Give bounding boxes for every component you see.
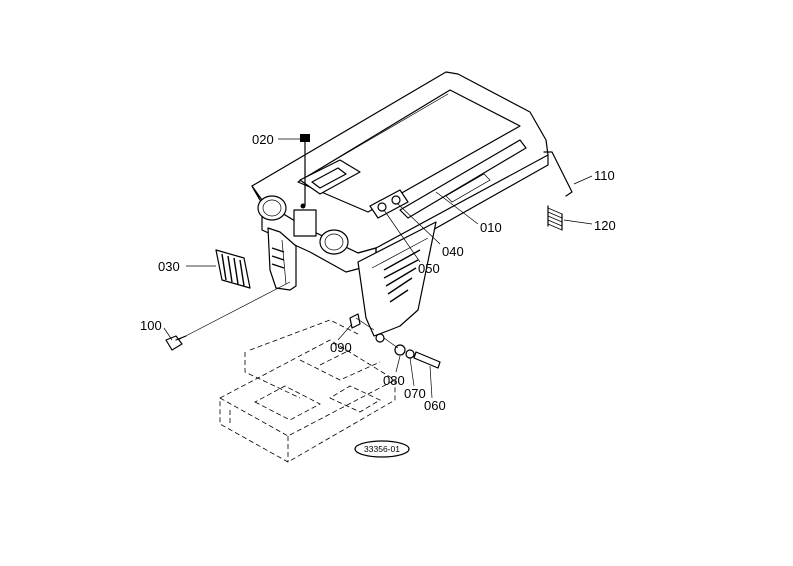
figure-code: 33356-01 (364, 444, 400, 454)
frame-base (219, 319, 396, 463)
label-010: 010 (480, 220, 502, 235)
part-030-panel (215, 249, 251, 289)
label-070: 070 (404, 386, 426, 401)
part-100-bolt (165, 281, 291, 351)
label-090: 090 (330, 340, 352, 355)
label-110: 110 (594, 168, 615, 183)
parts-060-070-080-bolt-washers (383, 337, 441, 369)
label-080: 080 (383, 373, 405, 388)
label-020: 020 (252, 132, 274, 147)
figure-code-badge: 33356-01 (354, 440, 410, 458)
part-020-screw (300, 134, 310, 209)
part-120-spring (547, 205, 563, 231)
label-120: 120 (594, 218, 616, 233)
part-110-rod (543, 151, 573, 197)
label-060: 060 (424, 398, 446, 413)
label-050: 050 (418, 261, 440, 276)
label-040: 040 (442, 244, 464, 259)
dash-panel-assembly (251, 71, 549, 343)
label-030: 030 (158, 259, 180, 274)
label-100: 100 (140, 318, 162, 333)
callout-leaders (163, 138, 593, 399)
